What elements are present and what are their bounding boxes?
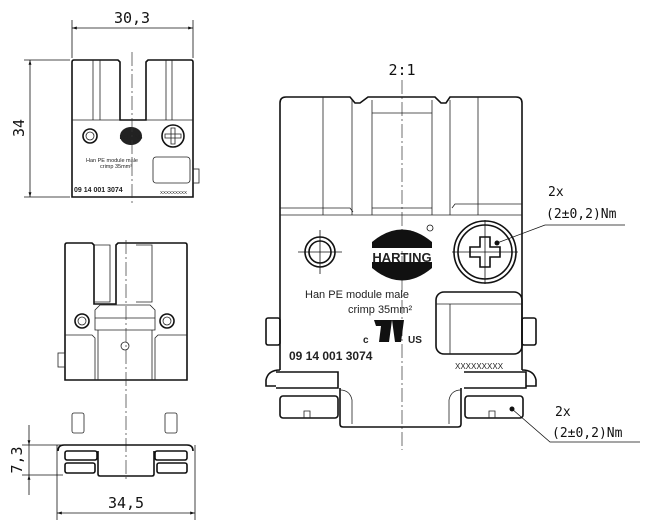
svg-text:c: c <box>363 335 369 346</box>
product-name-small: Han PE module male <box>86 158 138 164</box>
svg-text:US: US <box>408 335 422 346</box>
screw-head-icon <box>452 220 518 284</box>
harting-logo-small <box>120 127 142 145</box>
dimension-width-bottom: 34,5 <box>108 494 144 512</box>
serial-small: XXXXXXXXX <box>160 190 187 195</box>
brand-logo-text: HARTING <box>372 250 431 265</box>
rear-view <box>57 240 188 482</box>
count-top: 2x <box>548 185 564 200</box>
dimension-width-top: 30,3 <box>114 9 150 27</box>
small-front-view: HARTING Han PE module male crimp 35mm² 0… <box>10 9 200 205</box>
scale-label: 2:1 <box>388 61 415 79</box>
torque-annotation-top: 2x (2±0,2)Nm <box>496 185 625 244</box>
product-spec: crimp 35mm² <box>348 304 413 316</box>
product-name: Han PE module male <box>305 289 409 301</box>
main-view-2-1: 2:1 HARTING Han PE module male crimp 35m… <box>265 61 537 450</box>
part-number-small: 09 14 001 3074 <box>74 187 123 194</box>
part-number: 09 14 001 3074 <box>289 349 373 363</box>
ul-certification-mark: c US <box>363 320 422 346</box>
torque-top: (2±0,2)Nm <box>546 207 617 222</box>
dimension-height-bottom: 7,3 <box>8 446 26 473</box>
dimension-height-top: 34 <box>10 119 28 137</box>
serial-placeholder: XXXXXXXXX <box>455 362 504 371</box>
brand-small: HARTING <box>120 135 143 141</box>
count-bottom: 2x <box>555 405 571 420</box>
bottom-view: 34,5 7,3 <box>8 412 196 520</box>
torque-annotation-bottom: 2x (2±0,2)Nm <box>511 405 640 443</box>
harting-logo: HARTING <box>372 224 434 281</box>
torque-bottom: (2±0,2)Nm <box>552 426 623 441</box>
product-spec-small: crimp 35mm² <box>100 164 132 170</box>
